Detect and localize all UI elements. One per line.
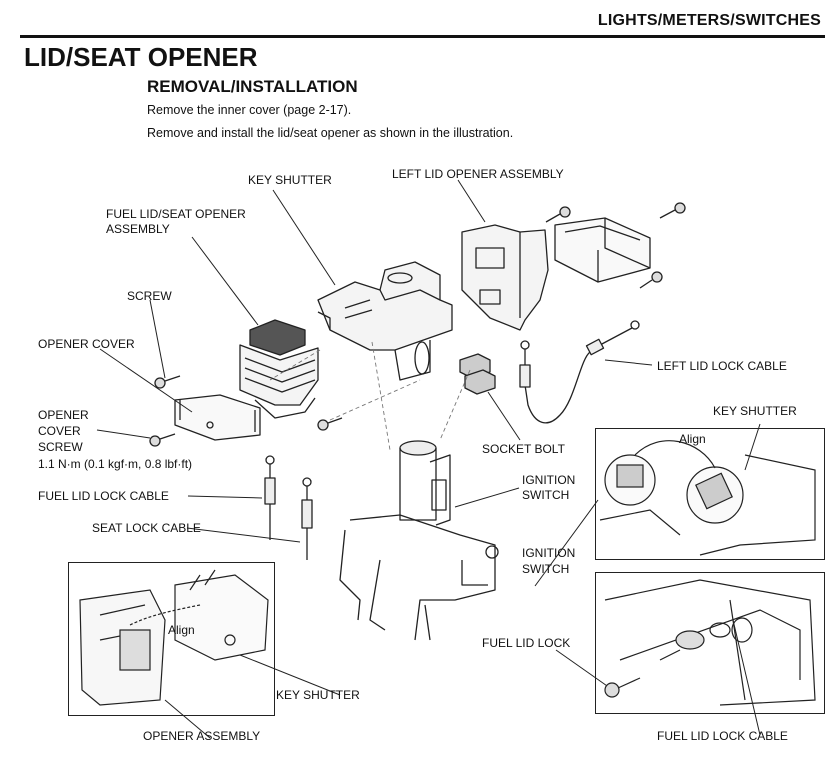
- label-screw: SCREW: [127, 289, 172, 303]
- instruction-2: Remove and install the lid/seat opener a…: [147, 126, 514, 140]
- label-key-shutter-right: KEY SHUTTER: [713, 404, 797, 418]
- label-ignition-switch-mid-2: SWITCH: [522, 488, 570, 502]
- opener-screws: [149, 375, 343, 447]
- label-fuel-lid-seat-opener-2: ASSEMBLY: [106, 222, 170, 236]
- label-left-lid-lock-cable: LEFT LID LOCK CABLE: [657, 359, 787, 373]
- label-fuel-lid-lock-cable-left: FUEL LID LOCK CABLE: [38, 489, 169, 503]
- label-ignition-switch-mid-1: IGNITION: [522, 473, 576, 487]
- label-socket-bolt: SOCKET BOLT: [482, 442, 565, 456]
- alignment-lines: [269, 341, 471, 451]
- screws-left-lid: [545, 202, 686, 289]
- label-seat-lock-cable: SEAT LOCK CABLE: [92, 521, 201, 535]
- label-key-shutter-top: KEY SHUTTER: [248, 173, 332, 187]
- key-shutter-part: [317, 261, 453, 381]
- label-align-right: Align: [679, 432, 706, 446]
- label-opener-cover-screw-3: SCREW: [38, 440, 83, 454]
- left-lid-lock-cable: [519, 320, 640, 424]
- inset-opener-assembly-drawing: [79, 569, 269, 706]
- opener-cables: [264, 455, 313, 560]
- label-left-lid-opener-assembly: LEFT LID OPENER ASSEMBLY: [392, 167, 564, 181]
- label-fuel-lid-lock-cable-bottom: FUEL LID LOCK CABLE: [657, 729, 788, 743]
- label-opener-cover-screw-2: COVER: [38, 424, 81, 438]
- label-align-left: Align: [168, 623, 195, 637]
- label-opener-cover-screw-1: OPENER: [38, 408, 89, 422]
- label-opener-assembly: OPENER ASSEMBLY: [143, 729, 261, 743]
- label-ignition-switch-right-2: SWITCH: [522, 562, 570, 576]
- leader-lines: [96, 179, 761, 739]
- label-ignition-switch-right-1: IGNITION: [522, 546, 576, 560]
- inset-key-shutter-drawing: [599, 440, 816, 556]
- socket-bolts: [459, 353, 496, 395]
- label-opener-cover: OPENER COVER: [38, 337, 135, 351]
- instruction-1: Remove the inner cover (page 2-17).: [147, 103, 352, 117]
- page-title: LID/SEAT OPENER: [24, 42, 258, 72]
- section-header: LIGHTS/METERS/SWITCHES: [597, 12, 821, 29]
- inset-fuel-lid-lock-drawing: [604, 579, 816, 706]
- fuel-lid-seat-opener-part: [239, 319, 319, 419]
- label-fuel-lid-lock: FUEL LID LOCK: [482, 636, 571, 650]
- section-subtitle: REMOVAL/INSTALLATION: [147, 77, 358, 96]
- opener-cover-part: [174, 394, 261, 441]
- label-key-shutter-bottom: KEY SHUTTER: [276, 688, 360, 702]
- label-torque: 1.1 N·m (0.1 kgf·m, 0.8 lbf·ft): [38, 457, 193, 471]
- left-lid-opener-part: [461, 217, 651, 331]
- label-fuel-lid-seat-opener-1: FUEL LID/SEAT OPENER: [106, 207, 246, 221]
- ignition-switch-part: [339, 440, 499, 641]
- header-rule: [20, 35, 825, 38]
